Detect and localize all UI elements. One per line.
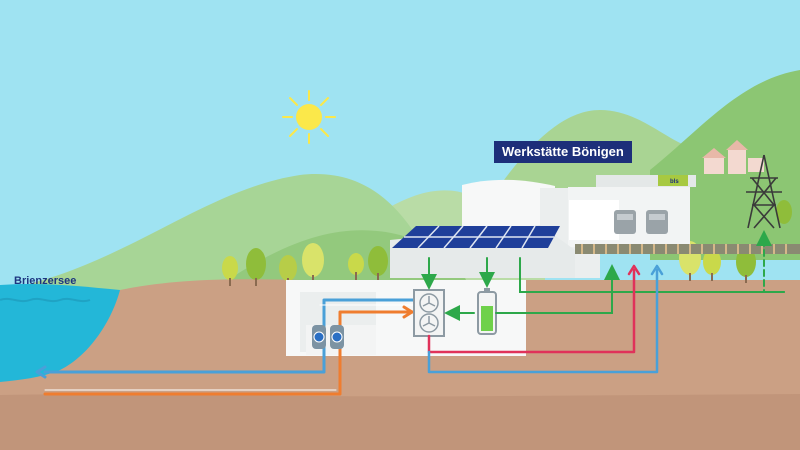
trees: [222, 200, 792, 286]
cold-water-pipes: [35, 298, 416, 379]
lake-label: Brienzersee: [14, 275, 77, 287]
bls-logo: [658, 175, 688, 186]
battery-icon: [477, 288, 497, 335]
railway: [575, 244, 800, 254]
warm-water-pipes: [43, 305, 416, 396]
ground-shadow: [0, 394, 800, 450]
solar-panel-icon: [392, 225, 560, 249]
site-label: Werkstätte Bönigen: [494, 141, 632, 163]
svg-text:bls: bls: [670, 179, 679, 185]
cold-distribution-line: [427, 264, 664, 374]
heat-supply-line: [427, 264, 641, 354]
lake: [0, 283, 120, 382]
sun-icon: [282, 90, 336, 144]
grid-connection: [519, 230, 772, 293]
lake-ripples: [0, 297, 91, 303]
power-pylon-icon: [746, 154, 782, 229]
water-pump-icon: [312, 325, 344, 349]
heat-pump-icon: [413, 289, 445, 337]
village: [702, 140, 764, 174]
